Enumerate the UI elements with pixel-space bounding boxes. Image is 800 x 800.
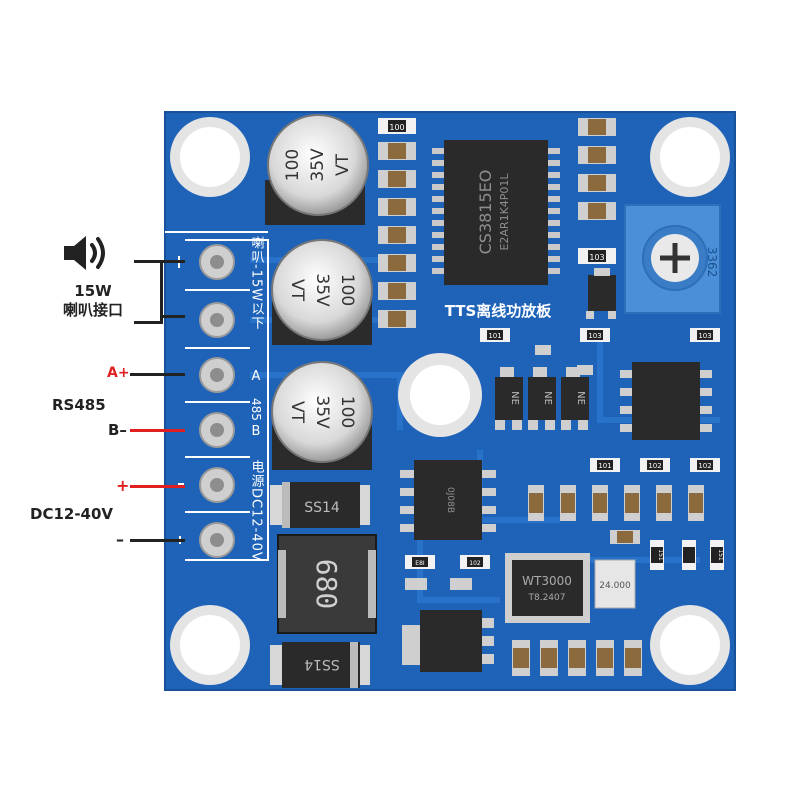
mcu-code: T8.2407	[528, 593, 566, 603]
b-minus-label: B–	[108, 421, 127, 439]
svg-text:NE: NE	[509, 391, 520, 405]
resistor-row-lower: 101 102 102	[590, 458, 720, 472]
speaker-bracket-tail-2	[160, 315, 185, 318]
svg-text:101: 101	[488, 332, 501, 340]
svg-text:E8I: E8I	[415, 560, 425, 567]
main-chip-label: CS3815EO	[476, 170, 495, 255]
mounting-hole-top-right	[650, 117, 730, 197]
regulator-chip: 0J08B	[400, 460, 496, 540]
cap2-voltage: 35V	[312, 273, 332, 307]
crystal: 24.000	[594, 559, 636, 609]
plus-label: +	[116, 476, 130, 495]
svg-text:103: 103	[698, 332, 711, 340]
a-plus-label: A+	[107, 365, 130, 381]
voltage-regulator-bottom	[402, 610, 494, 672]
resistor-column-left: 100	[378, 118, 416, 328]
svg-text:SS14: SS14	[304, 656, 340, 672]
mcu-chip: WT3000 T8.2407	[505, 553, 590, 623]
cap2-value: 100	[337, 274, 357, 306]
cap3-series: VT	[287, 401, 307, 424]
mounting-hole-center	[398, 353, 482, 437]
speaker-silkscreen: 喇叭-15W以下	[249, 236, 265, 330]
transistor-top	[586, 268, 616, 319]
svg-text:101: 101	[598, 462, 611, 470]
diode-bottom: SS14	[270, 642, 370, 688]
rs485-label: RS485	[52, 396, 106, 414]
speaker-port-label: 喇叭接口	[62, 301, 123, 319]
svg-text:103: 103	[588, 332, 601, 340]
mounting-hole-bottom-right	[650, 605, 730, 685]
potentiometer: 3362	[624, 204, 721, 314]
speaker-bracket-tail	[160, 260, 185, 263]
plus-wire	[130, 485, 185, 488]
svg-text:103: 103	[589, 253, 604, 262]
small-parts-left: E8I 102	[405, 555, 490, 590]
board-title: TTS离线功放板	[445, 302, 553, 320]
capacitor-2: 100 35V VT	[271, 239, 373, 345]
cap1-series: VT	[333, 153, 353, 176]
speaker-icon	[64, 236, 105, 270]
inductor-value: 680	[310, 559, 343, 610]
terminal-b-silkscreen: B	[252, 424, 261, 439]
svg-text:100: 100	[389, 123, 404, 132]
svg-text:102: 102	[698, 462, 711, 470]
svg-text:NE: NE	[542, 391, 553, 405]
a-plus-wire	[130, 373, 185, 376]
terminal-pads	[176, 244, 235, 558]
mounting-hole-top-left	[170, 117, 250, 197]
resistor-row-bottom	[512, 640, 642, 676]
main-chip: CS3815EO E2AR1K4P01L	[432, 140, 560, 285]
op-amp-chip	[620, 362, 712, 440]
ne-transistors: NE NE NE	[495, 367, 589, 430]
resistor-column-right: 103	[578, 118, 616, 264]
capacitor-1: 100 35V VT	[265, 114, 369, 225]
speaker-power-label: 15W	[74, 282, 112, 300]
capacitor-3: 100 35V VT	[271, 361, 373, 470]
pot-label: 3362	[705, 247, 719, 278]
main-chip-code: E2AR1K4P01L	[498, 173, 511, 251]
cap3-voltage: 35V	[312, 395, 332, 429]
cap2-series: VT	[287, 279, 307, 302]
b-minus-wire	[130, 429, 185, 432]
svg-text:151: 151	[717, 549, 724, 561]
inductor: 680	[277, 534, 377, 634]
svg-text:102: 102	[469, 560, 481, 567]
minus-wire	[130, 539, 185, 542]
cap1-voltage: 35V	[308, 148, 328, 182]
diode-top: SS14	[270, 482, 370, 528]
speaker-bracket	[134, 260, 163, 324]
terminal-a-silkscreen: A	[252, 369, 261, 384]
svg-text:102: 102	[648, 462, 661, 470]
smd-capacitor-grid: 151 151	[528, 485, 724, 570]
rs485-silkscreen: 485	[249, 398, 263, 421]
mounting-hole-bottom-left	[170, 605, 250, 685]
svg-text:SS14: SS14	[304, 500, 340, 516]
cap1-value: 100	[283, 149, 303, 181]
cap3-value: 100	[337, 396, 357, 428]
svg-text:0J08B: 0J08B	[445, 487, 455, 513]
svg-text:151: 151	[657, 549, 664, 561]
dc-range-label: DC12-40V	[30, 505, 114, 523]
svg-text:24.000: 24.000	[599, 581, 631, 591]
resistor-row-mid: 101 103 103	[480, 328, 720, 375]
minus-label: –	[116, 530, 124, 549]
power-silkscreen: 电源DC12-40V	[249, 460, 265, 562]
svg-text:NE: NE	[575, 391, 586, 405]
mcu-label: WT3000	[522, 574, 572, 588]
